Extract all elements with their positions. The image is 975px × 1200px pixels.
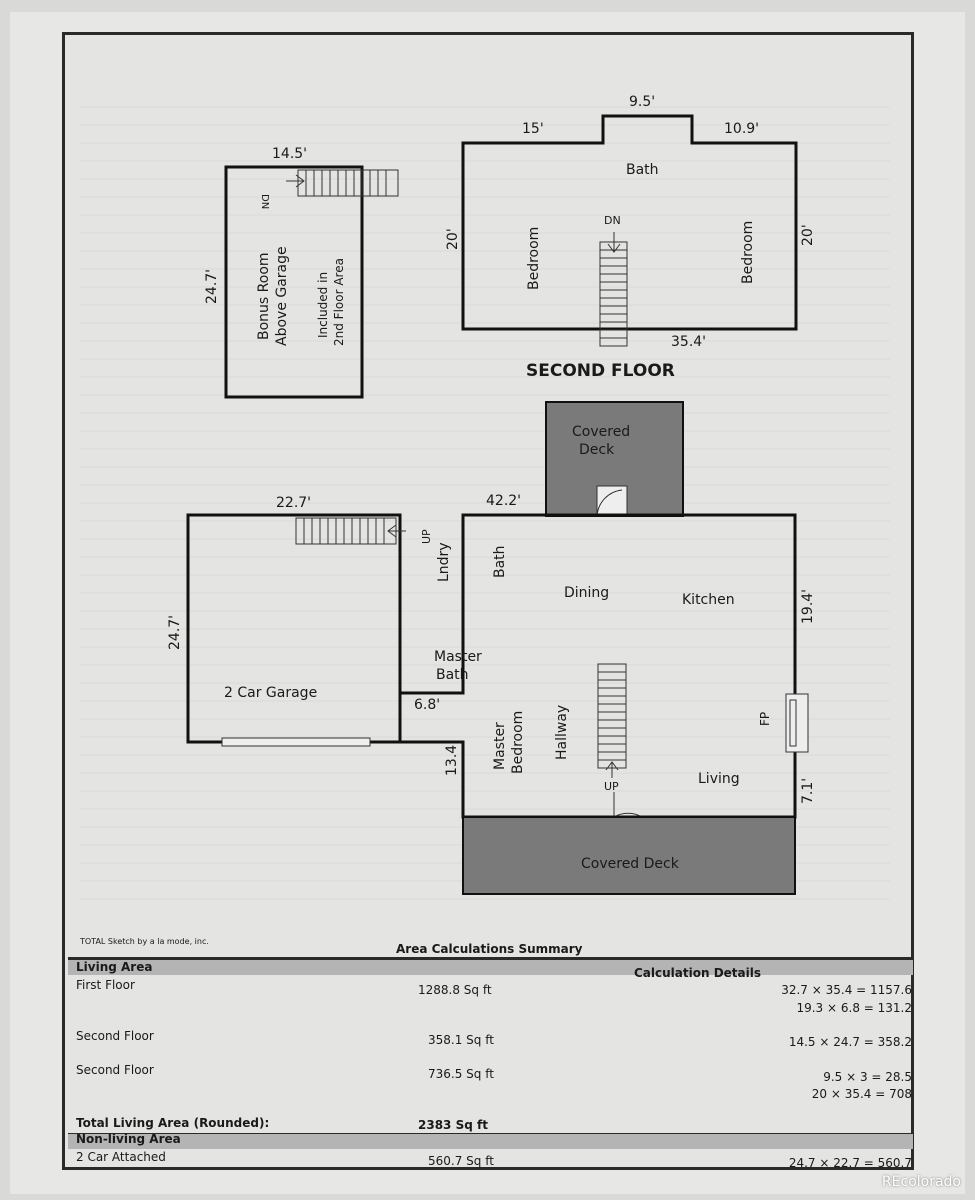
fireplace-label: FP: [758, 711, 772, 726]
room-bedroom-left: Bedroom: [526, 226, 542, 290]
nonliving-row-area: 560.7 Sq ft: [428, 1154, 494, 1168]
room-hallway: Hallway: [554, 704, 570, 760]
room-master-bedroom-2: Bedroom: [510, 710, 526, 774]
second-floor-stairs: [599, 232, 628, 347]
dim-notch-width: 6.8': [414, 697, 441, 713]
second-floor-outline: [461, 114, 798, 331]
row-1-label: First Floor: [76, 978, 135, 992]
living-area-header-bar: [68, 957, 913, 975]
room-bedroom-right: Bedroom: [740, 220, 756, 284]
floor-plan-frame: [62, 32, 914, 1170]
room-master-bath-1: Master: [434, 649, 482, 665]
row-3-calc-1: 9.5 × 3 = 28.5: [823, 1070, 912, 1084]
row-1-area: 1288.8 Sq ft: [418, 983, 492, 997]
room-dining: Dining: [564, 585, 610, 601]
total-living-value: 2383 Sq ft: [418, 1118, 488, 1132]
bonus-note-2: 2nd Floor Area: [332, 258, 346, 346]
dim-top-mid: 9.5': [629, 94, 656, 110]
row-1-calc-1: 32.7 × 35.4 = 1157.6: [781, 983, 912, 997]
dim-top-left: 15': [522, 121, 544, 137]
room-master-bath-2: Bath: [436, 667, 469, 683]
bleed-through-texture: [80, 100, 890, 900]
room-living: Living: [698, 771, 740, 787]
room-bath-1f: Bath: [492, 545, 508, 578]
covered-deck-top-line1: Covered: [572, 424, 631, 440]
bonus-room-label-2: Above Garage: [274, 246, 290, 346]
total-living-label: Total Living Area (Rounded):: [76, 1116, 270, 1130]
stairs-dn-2f: DN: [604, 214, 621, 227]
dim-top-right: 10.9': [724, 121, 760, 137]
dim-top-1f: 42.2': [486, 493, 522, 509]
dim-bonus-width: 14.5': [272, 146, 308, 162]
garage-stairs-up: UP: [420, 529, 433, 544]
nonliving-row-calc: 24.7 × 22.7 = 560.7: [788, 1156, 912, 1170]
garage-door: [221, 737, 371, 747]
summary-title: Area Calculations Summary: [396, 942, 583, 956]
bonus-stairs-dn: DN: [259, 194, 270, 210]
dim-right-1f: 19.4': [800, 588, 816, 624]
covered-deck-bottom-label: Covered Deck: [581, 856, 679, 872]
room-bath-2f: Bath: [626, 162, 659, 178]
dim-bottom-2f: 35.4': [671, 334, 707, 350]
dim-right-2f: 20': [800, 224, 816, 246]
row-2-calc-1: 14.5 × 24.7 = 358.2: [788, 1035, 912, 1049]
row-3-label: Second Floor: [76, 1063, 154, 1077]
garage-stairs: [295, 517, 406, 545]
bonus-room-outline: [224, 165, 364, 399]
row-1-calc-2: 19.3 × 6.8 = 131.2: [796, 1001, 912, 1015]
bonus-note-1: Included in: [316, 271, 330, 338]
covered-deck-top-line2: Deck: [579, 442, 615, 458]
dim-notch-height: 13.4': [444, 740, 460, 776]
bonus-room-stairs: [286, 169, 399, 197]
room-garage: 2 Car Garage: [224, 685, 318, 701]
nonliving-row-label: 2 Car Attached: [76, 1150, 166, 1164]
row-3-area: 736.5 Sq ft: [428, 1067, 494, 1081]
main-stairs-up: UP: [604, 780, 619, 793]
dim-right-lower: 7.1': [800, 777, 816, 804]
bonus-room-label-1: Bonus Room: [256, 252, 272, 340]
row-2-area: 358.1 Sq ft: [428, 1033, 494, 1047]
main-stairs: [597, 663, 643, 818]
room-master-bedroom-1: Master: [492, 722, 508, 770]
room-laundry: Lndry: [436, 542, 452, 582]
dim-bonus-height: 24.7': [204, 268, 220, 304]
covered-deck-bottom: [462, 816, 796, 895]
dim-left-2f: 20': [445, 228, 461, 250]
fireplace: [785, 693, 809, 753]
dim-garage-left: 24.7': [167, 614, 183, 650]
second-floor-title: SECOND FLOOR: [526, 361, 675, 381]
nonliving-header: Non-living Area: [76, 1132, 181, 1146]
row-2-label: Second Floor: [76, 1029, 154, 1043]
calc-details-header: Calculation Details: [634, 966, 762, 980]
room-kitchen: Kitchen: [682, 592, 735, 608]
nonliving-header-bar: [68, 1133, 913, 1149]
watermark: REcolorado: [881, 1174, 961, 1190]
living-area-header: Living Area: [76, 960, 153, 974]
dim-garage-top: 22.7': [276, 495, 312, 511]
sketch-credit: TOTAL Sketch by a la mode, inc.: [80, 937, 209, 946]
row-3-calc-2: 20 × 35.4 = 708: [811, 1087, 912, 1101]
